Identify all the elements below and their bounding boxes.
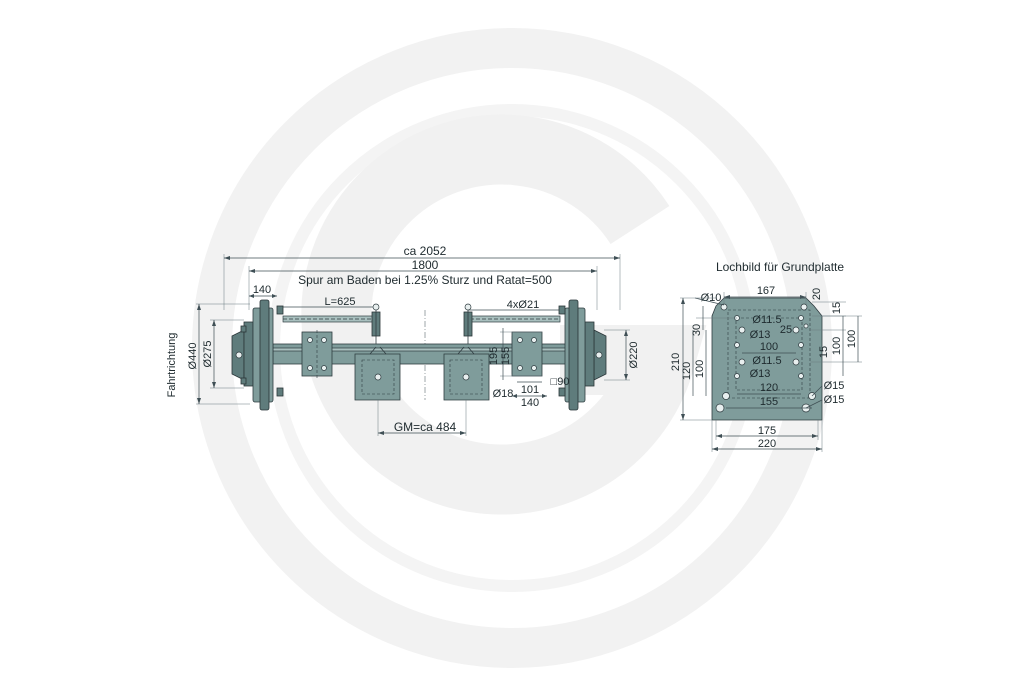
hub-width-label: 140 (253, 284, 271, 296)
plate-v20-label: 20 (811, 288, 823, 300)
height-195-label: 195 (488, 347, 500, 365)
plate-v120-label: 120 (681, 362, 693, 380)
plate-w100-label: 100 (760, 341, 778, 353)
left-hub (231, 299, 284, 411)
right-bracket (443, 346, 490, 401)
plate-drawing: Lochbild für Grundplatte (670, 260, 862, 452)
plate-v100-right-a-label: 100 (831, 337, 843, 355)
plate-d11-5-mid-label: Ø11.5 (752, 355, 781, 367)
right-brake-lever (463, 303, 473, 344)
overall-length-label: ca 2052 (404, 244, 447, 258)
plate-d15-a-label: Ø15 (824, 380, 845, 392)
plate-v100-left-label: 100 (694, 360, 706, 378)
plate-w155-label: 155 (760, 396, 778, 408)
width-140-label: 140 (521, 397, 539, 409)
height-155-label: 155 (500, 347, 512, 365)
plate-w120-label: 120 (760, 382, 778, 394)
plate-v100-right-b-label: 100 (846, 330, 858, 348)
gm-label: GM=ca 484 (394, 420, 457, 434)
wheel-dia-label: Ø440 (187, 343, 199, 370)
plate-v210-label: 210 (670, 353, 682, 371)
axle-drawing: ca 2052 1800 Spur am Baden bei 1.25% Stu… (166, 244, 640, 436)
square-90-label: □90 (551, 376, 570, 388)
direction-label: Fahrtrichtung (166, 333, 178, 398)
length-l-label: L=625 (325, 296, 356, 308)
track-note: Spur am Baden bei 1.25% Sturz und Ratat=… (298, 273, 552, 287)
plate-w175-label: 175 (758, 425, 776, 437)
plate-holes (715, 303, 816, 413)
plate-d15-b-label: Ø15 (824, 394, 845, 406)
left-bracket (354, 346, 401, 401)
plate-w167-label: 167 (757, 285, 775, 297)
brake-dia-label: Ø220 (628, 342, 640, 369)
bolt-circle-label: Ø275 (202, 341, 214, 368)
plate-d11-5-top-label: Ø11.5 (752, 314, 781, 326)
right-hub (558, 299, 607, 411)
track-label: 1800 (412, 258, 439, 272)
plate-v15-top-label: 15 (831, 302, 843, 314)
left-brake-lever (371, 303, 381, 344)
plate-d13-top-label: Ø13 (750, 329, 771, 341)
plate-v25-label: 25 (780, 324, 792, 336)
width-101-label: 101 (521, 384, 539, 396)
hole-dia-18-label: Ø18 (493, 388, 514, 400)
left-spring-pad (301, 331, 333, 377)
plate-title: Lochbild für Grundplatte (716, 260, 844, 274)
right-spring-pad (511, 331, 543, 377)
bolt-spec-label: 4xØ21 (507, 299, 539, 311)
plate-v30-label: 30 (691, 324, 703, 336)
plate-w220-label: 220 (758, 438, 776, 450)
plate-d13-mid-label: Ø13 (750, 368, 771, 380)
plate-v15-right-label: 15 (818, 346, 830, 358)
